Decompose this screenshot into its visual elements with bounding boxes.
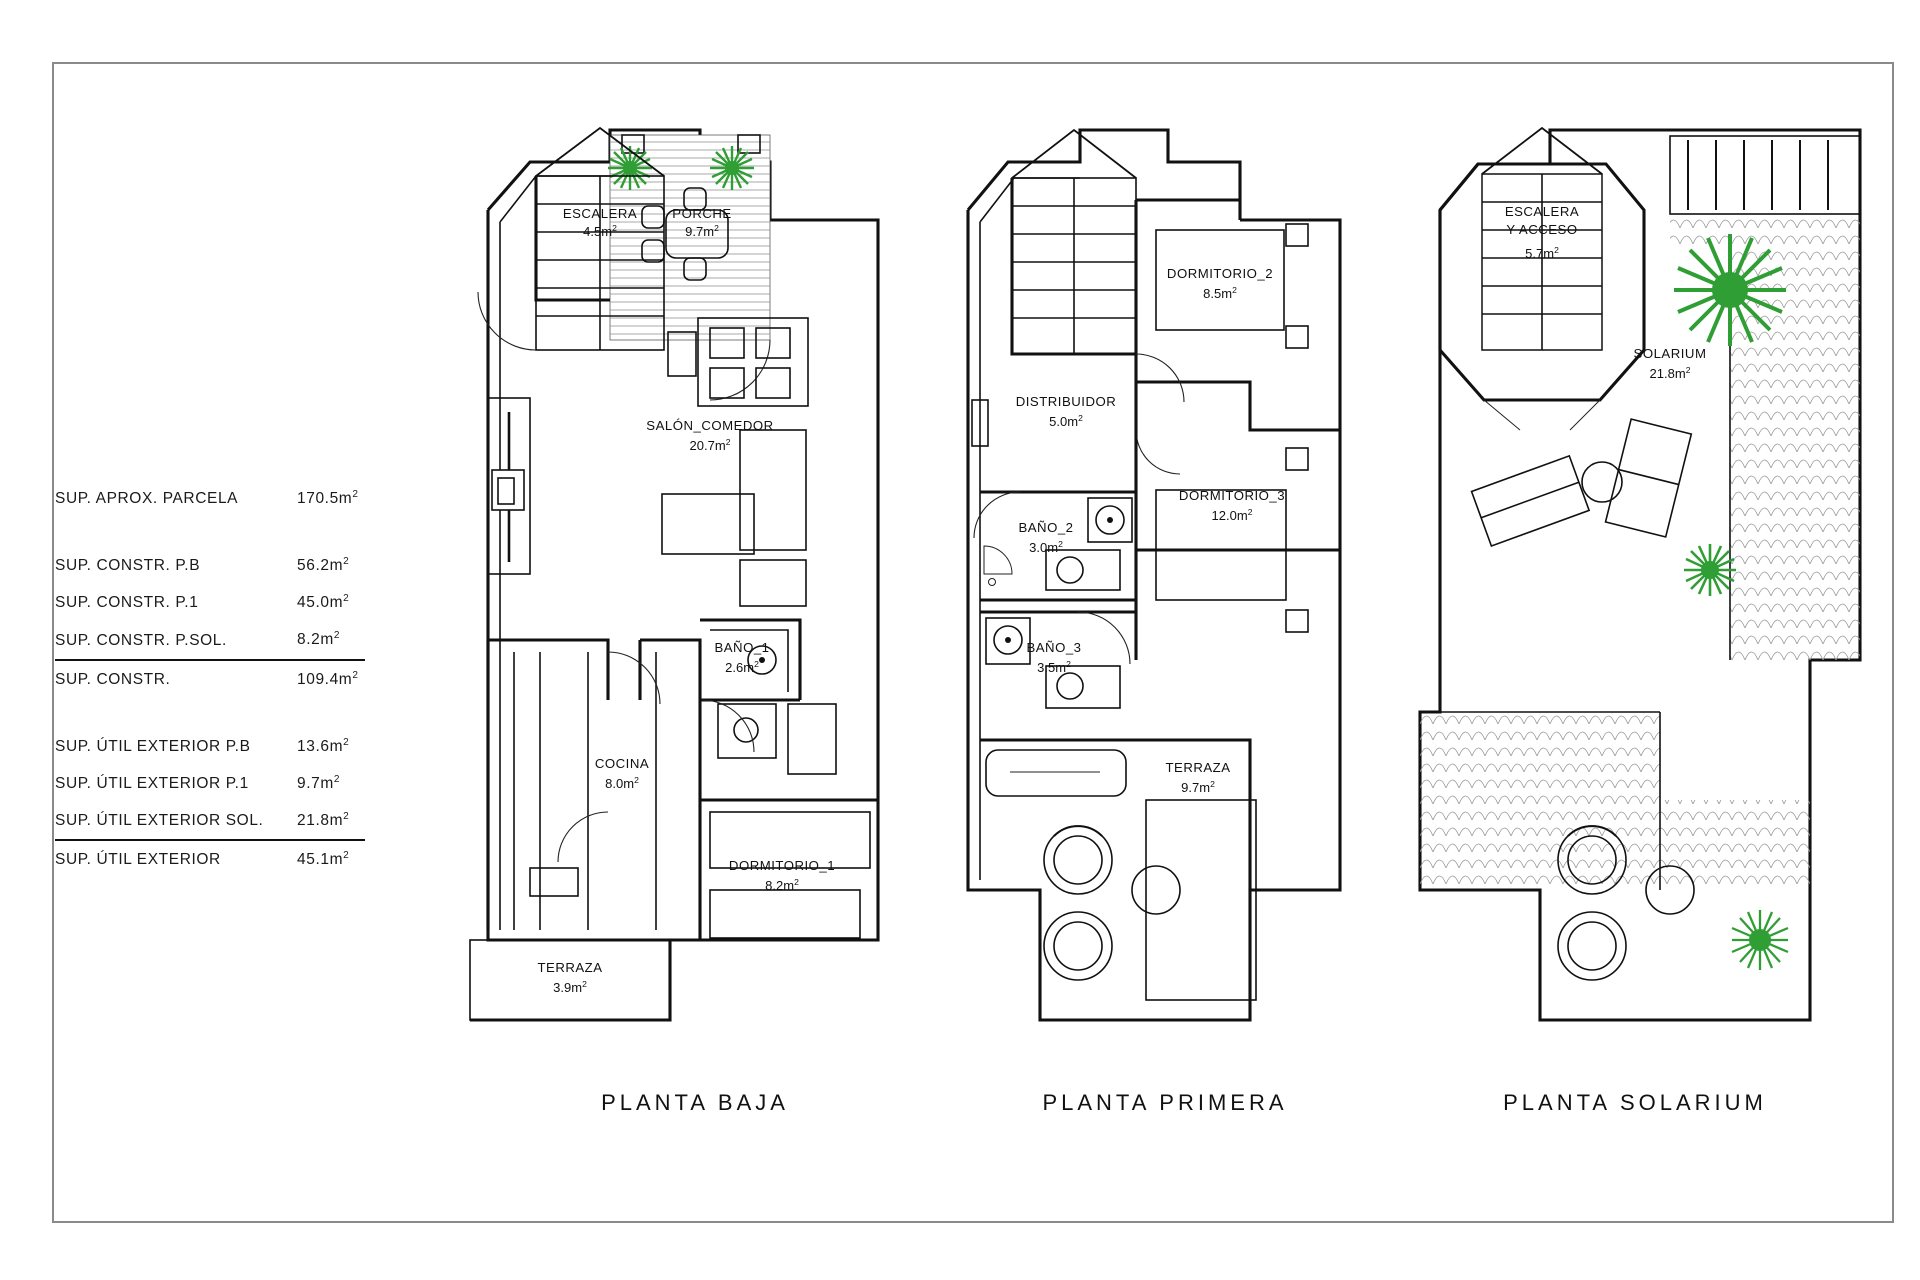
schedule-spacer (55, 517, 375, 547)
schedule-row: SUP. CONSTR. P.1 45.0m2 (55, 584, 375, 621)
room-label: COCINA (595, 756, 649, 771)
palm-icon (608, 146, 754, 190)
schedule-row-value: 8.2m2 (297, 630, 341, 649)
schedule-row-label: SUP. CONSTR. P.B (55, 557, 201, 575)
schedule-row-label: SUP. ÚTIL EXTERIOR P.1 (55, 775, 249, 793)
schedule-row-label: SUP. APROX. PARCELA (55, 490, 239, 508)
room-label: TERRAZA (537, 960, 602, 975)
schedule-row-value: 9.7m2 (297, 773, 341, 793)
floor-plan-planta-primera: DORMITORIO_2 8.5m2 DISTRIBUIDOR 5.0m2 DO… (950, 100, 1380, 1030)
schedule-row-value: 45.0m2 (297, 593, 350, 612)
room-area: 8.0m2 (605, 775, 639, 791)
room-area: 9.7m2 (1181, 779, 1215, 795)
room-area: 3.5m2 (1037, 659, 1071, 675)
schedule-row-label: SUP. ÚTIL EXTERIOR P.B (55, 737, 251, 755)
sheet-border-right (1892, 62, 1894, 1222)
palm-icon (1684, 544, 1736, 596)
room-area: 3.9m2 (553, 979, 587, 995)
schedule-row: SUP. ÚTIL EXTERIOR 45.1m2 (55, 841, 375, 878)
plan-title-planta-solarium: PLANTA SOLARIUM (1503, 1090, 1767, 1115)
room-area: 8.2m2 (765, 877, 799, 893)
schedule-row-value: 21.8m2 (297, 811, 350, 830)
schedule-row: SUP. CONSTR. 109.4m2 (55, 661, 375, 698)
schedule-spacer (55, 698, 375, 728)
schedule-row-value: 13.6m2 (297, 736, 350, 755)
sheet-border-left (52, 62, 54, 1222)
lounger-icon (1470, 418, 1693, 548)
palm-icon (1674, 234, 1786, 346)
room-area: 12.0m2 (1212, 507, 1253, 523)
room-label: DORMITORIO_3 (1179, 488, 1285, 503)
room-area: 5.7m2 (1525, 245, 1559, 261)
floor-plan-planta-solarium: ESCALERA Y ACCESO 5.7m2 SOLARIUM 21.8m2 (1418, 100, 1890, 1030)
plan-title-planta-primera: PLANTA PRIMERA (1042, 1090, 1288, 1115)
room-area: 20.7m2 (690, 437, 731, 453)
room-area: 8.5m2 (1203, 285, 1237, 301)
schedule-row-label: SUP. CONSTR. P.SOL. (55, 631, 227, 649)
room-label: DORMITORIO_1 (729, 858, 835, 873)
plan-title-planta-baja: PLANTA BAJA (601, 1090, 789, 1115)
schedule-row-value: 109.4m2 (297, 669, 359, 688)
room-label: ESCALERA (563, 206, 637, 221)
schedule-row: SUP. ÚTIL EXTERIOR P.B 13.6m2 (55, 728, 375, 765)
room-label: BAÑO_3 (1026, 640, 1081, 655)
bush-icon (1731, 910, 1789, 970)
schedule-row: SUP. ÚTIL EXTERIOR SOL. 21.8m2 (55, 802, 375, 839)
schedule-row-value: 45.1m2 (297, 850, 350, 869)
room-label: PORCHE (672, 206, 731, 221)
floor-plan-planta-baja: ESCALERA 4.5m2 PORCHE 9.7m2 SALÓN_COMEDO… (469, 100, 920, 1030)
sheet-border-bottom (52, 1221, 1894, 1223)
schedule-row-label: SUP. CONSTR. (55, 670, 171, 688)
schedule-row-label: SUP. ÚTIL EXTERIOR SOL. (55, 812, 264, 830)
schedule-row: SUP. CONSTR. P.B 56.2m2 (55, 547, 375, 584)
schedule-row: SUP. ÚTIL EXTERIOR P.1 9.7m2 (55, 765, 375, 802)
schedule-divider (55, 658, 365, 661)
room-area: 2.6m2 (725, 659, 759, 675)
room-label: DORMITORIO_2 (1167, 266, 1273, 281)
room-area: 5.0m2 (1049, 413, 1083, 429)
room-label: TERRAZA (1165, 760, 1230, 775)
room-label: DISTRIBUIDOR (1016, 394, 1117, 409)
sheet-border-top (52, 62, 1894, 64)
room-area: 3.0m2 (1029, 539, 1063, 555)
schedule-row-label: SUP. ÚTIL EXTERIOR (55, 851, 221, 869)
room-label: ESCALERA (1505, 204, 1579, 219)
schedule-divider (55, 839, 365, 842)
room-area: 4.5m2 (583, 223, 617, 239)
schedule-row: SUP. CONSTR. P.SOL. 8.2m2 (55, 621, 375, 658)
room-label: BAÑO_2 (1018, 520, 1073, 535)
room-label: SOLARIUM (1634, 346, 1707, 361)
schedule-row-label: SUP. CONSTR. P.1 (55, 594, 199, 612)
room-label: BAÑO_1 (714, 640, 769, 655)
schedule-row: SUP. APROX. PARCELA 170.5m2 (55, 480, 375, 517)
schedule-row-value: 56.2m2 (297, 556, 350, 575)
room-label-line2: Y ACCESO (1506, 222, 1577, 237)
schedule-row-value: 170.5m2 (297, 489, 359, 508)
room-area: 9.7m2 (685, 223, 719, 239)
room-area: 21.8m2 (1650, 365, 1691, 381)
